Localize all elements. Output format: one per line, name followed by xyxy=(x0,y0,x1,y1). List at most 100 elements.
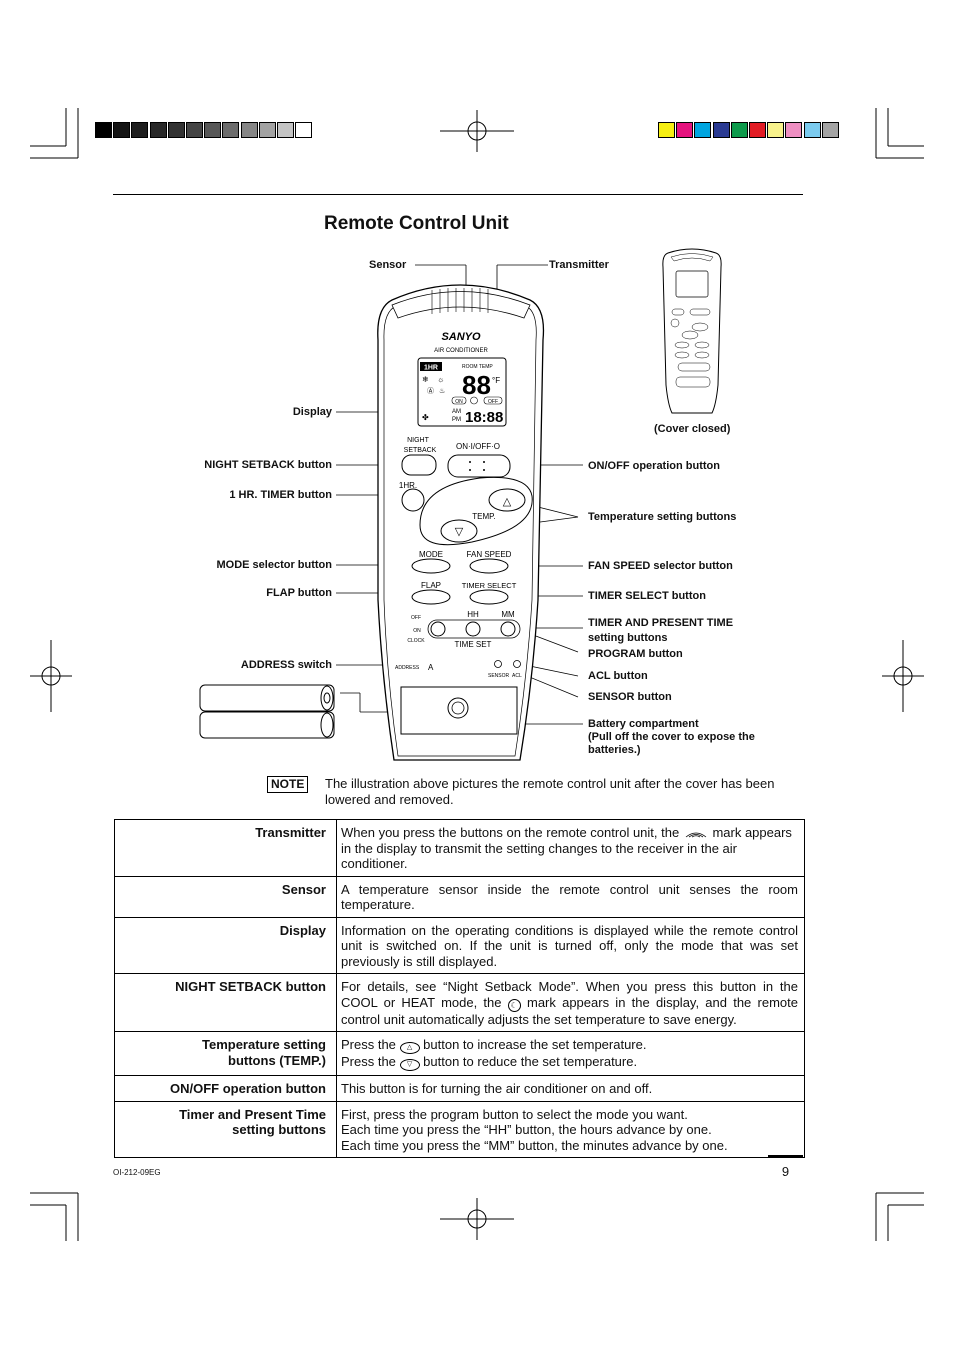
lcd-am: AM xyxy=(452,409,461,415)
label-temperature: Temperature setting buttons xyxy=(588,511,737,523)
address-switch[interactable]: A xyxy=(428,663,434,672)
description-table: Transmitter When you press the buttons o… xyxy=(114,819,805,1158)
transmit-wave-icon xyxy=(685,832,707,838)
label-night-setback: NIGHT SETBACK button xyxy=(204,459,332,471)
temp-line2-b: button to reduce the set temperature. xyxy=(423,1054,638,1069)
row-label-onoff: ON/OFF operation button xyxy=(114,1075,337,1102)
lcd-digits: 88 xyxy=(462,370,491,400)
color-swatch xyxy=(694,122,712,138)
row-text-onoff: This button is for turning the air condi… xyxy=(336,1075,805,1102)
lcd-time: 18:88 xyxy=(465,409,503,426)
fan-speed-button[interactable] xyxy=(469,558,509,574)
remote-setback-text: SETBACK xyxy=(404,447,437,454)
remote-off-text: OFF xyxy=(411,615,421,621)
label-onoff: ON/OFF operation button xyxy=(588,460,720,472)
label-sensor: Sensor xyxy=(369,259,407,271)
gray-swatch xyxy=(95,122,112,138)
hh-button[interactable] xyxy=(465,621,481,637)
label-mode: MODE selector button xyxy=(216,559,332,571)
lcd-room-temp: ROOM TEMP xyxy=(462,364,493,370)
temp-down-icon: ▽ xyxy=(455,526,464,538)
color-swatch xyxy=(658,122,675,138)
color-swatch xyxy=(785,122,803,138)
gray-swatch xyxy=(113,122,131,138)
timer-select-button[interactable] xyxy=(469,589,509,605)
night-text-b: mark appears in the display, and the rem… xyxy=(341,994,798,1027)
remote-cover-closed-illustration xyxy=(662,248,722,414)
temp-up-icon: △ xyxy=(503,496,512,508)
color-swatch xyxy=(730,122,748,138)
remote-on-text: ON xyxy=(413,628,421,634)
remote-time-set-text: TIME SET xyxy=(455,640,492,649)
remote-flap-text: FLAP xyxy=(421,581,441,590)
row-text-display: Information on the operating conditions … xyxy=(336,916,805,974)
label-timer-select: TIMER SELECT button xyxy=(588,590,706,602)
flap-button[interactable] xyxy=(411,589,451,605)
remote-acl-text: ACL xyxy=(512,673,522,679)
remote-mode-text: MODE xyxy=(419,550,443,559)
night-text-a: For details, see “Night Setback Mode”. W… xyxy=(341,979,798,1010)
mode-button[interactable] xyxy=(411,558,451,574)
table-row: Transmitter When you press the buttons o… xyxy=(114,819,805,877)
down-button-icon: ▽ xyxy=(399,1059,420,1071)
label-sensor-button: SENSOR button xyxy=(588,691,672,703)
temp-down-button[interactable] xyxy=(440,519,478,543)
label-program: PROGRAM button xyxy=(588,648,683,660)
temp-up-button[interactable] xyxy=(488,488,526,512)
acl-button[interactable] xyxy=(513,660,521,668)
lcd-snowflake-icon: ❄ xyxy=(422,375,429,384)
1hr-timer-button[interactable] xyxy=(401,488,425,512)
table-row: Sensor A temperature sensor inside the r… xyxy=(114,875,805,918)
row-label-temp: Temperature setting buttons (TEMP.) xyxy=(114,1031,337,1076)
lcd-drop-icon: ♨ xyxy=(439,387,445,395)
color-swatch xyxy=(821,122,839,138)
batteries-icon xyxy=(199,684,335,739)
remote-night-text: NIGHT xyxy=(407,437,430,444)
page-number: 9 xyxy=(768,1155,803,1179)
onoff-button[interactable] xyxy=(447,454,511,478)
header-rule xyxy=(113,194,803,195)
transmitter-text-b: mark appears in the display to transmit … xyxy=(341,825,792,871)
label-battery: Battery compartment (Pull off the cover … xyxy=(588,718,798,757)
footer-code: OI-212-09EG xyxy=(113,1168,161,1177)
label-cover-closed: (Cover closed) xyxy=(654,423,731,435)
remote-temp-text: TEMP. xyxy=(472,512,495,521)
remote-subtitle: AIR CONDITIONER xyxy=(434,348,488,354)
mm-button[interactable] xyxy=(500,621,516,637)
label-timer-present-line2: setting buttons xyxy=(588,632,668,644)
row-label-transmitter: Transmitter xyxy=(114,819,337,877)
gray-swatch xyxy=(204,122,222,138)
temp-label-line2: buttons (TEMP.) xyxy=(228,1052,326,1068)
gray-swatch xyxy=(149,122,167,138)
night-setback-button[interactable] xyxy=(401,454,437,476)
timer-label-line2: setting buttons xyxy=(232,1122,326,1137)
remote-address-text: ADDRESS xyxy=(395,665,420,671)
label-battery-line3: batteries.) xyxy=(588,744,641,756)
remote-sensor-text: SENSOR xyxy=(488,673,510,679)
night-setback-icon: ☾ xyxy=(507,998,521,1012)
gray-swatch xyxy=(222,122,240,138)
temp-line2-a: Press the xyxy=(341,1054,396,1069)
temp-line1-b: button to increase the set temperature. xyxy=(423,1037,647,1052)
remote-brand: SANYO xyxy=(441,331,481,343)
gray-swatch xyxy=(258,122,276,138)
time-set-panel xyxy=(427,619,521,639)
color-swatch xyxy=(803,122,821,138)
up-button-icon: △ xyxy=(399,1042,420,1054)
sensor-button[interactable] xyxy=(494,660,502,668)
row-text-temp: Press the △ button to increase the set t… xyxy=(336,1031,805,1076)
label-battery-line2: (Pull off the cover to expose the xyxy=(588,731,755,743)
remote-mm-text: MM xyxy=(501,610,515,619)
row-label-sensor: Sensor xyxy=(114,875,337,918)
table-row: Display Information on the operating con… xyxy=(114,916,805,974)
lcd-on: ON xyxy=(455,399,463,405)
label-fan-speed: FAN SPEED selector button xyxy=(588,560,733,572)
lcd-off: OFF xyxy=(488,399,498,405)
label-timer-present: TIMER AND PRESENT TIME setting buttons xyxy=(588,617,788,645)
timer-line3: Each time you press the “MM” button, the… xyxy=(341,1137,728,1153)
table-row: NIGHT SETBACK button For details, see “N… xyxy=(114,973,805,1032)
program-button[interactable] xyxy=(430,621,446,637)
remote-1hr-text: 1HR. xyxy=(399,481,417,490)
label-timer-present-line1: TIMER AND PRESENT TIME xyxy=(588,617,734,629)
row-text-transmitter: When you press the buttons on the remote… xyxy=(336,819,805,877)
